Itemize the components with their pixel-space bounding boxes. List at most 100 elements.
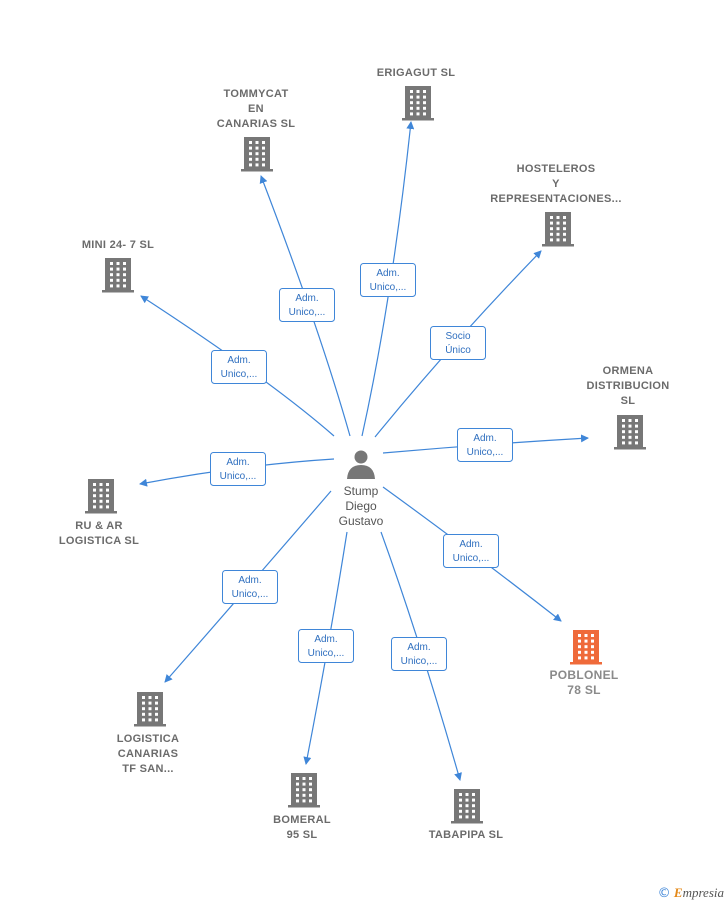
building-icon-window [423,112,426,116]
edge-label-box [298,629,354,663]
edge-label-text: Unico,... [289,307,326,318]
building-icon-window [99,499,103,503]
building-icon[interactable] [241,137,273,172]
building-icon-window [262,163,265,167]
person-name: Diego [345,499,377,513]
building-icon[interactable] [85,479,117,514]
building-icon-window [635,424,638,428]
brand-logo-text: mpresia [682,885,724,900]
building-icon-base [542,244,574,247]
edge-label-box [210,452,266,486]
building-icon-window [584,645,588,649]
edge-label-erigagut[interactable]: Adm.Unico,... [360,263,416,297]
company-name: 95 SL [287,829,318,841]
building-icon-window [622,441,625,445]
building-icon-window [563,216,566,219]
company-node-mini247[interactable]: MINI 24- 7 SL [82,239,154,293]
building-icon-window [423,106,426,110]
edge-label-text: Unico,... [370,282,407,293]
edge-label-text: Unico,... [453,553,490,564]
building-icon-window [622,435,625,439]
building-icon-window [255,157,259,161]
building-icon-window [556,238,560,242]
building-icon-window [249,146,252,150]
building-icon-window [110,273,113,277]
company-name: REPRESENTACIONES... [490,193,621,205]
edge-label-bomeral[interactable]: Adm.Unico,... [298,629,354,663]
person-name: Stump [344,484,379,498]
building-icon-window [249,152,252,156]
building-icon-window [591,650,594,654]
building-icon-window [423,90,426,93]
company-node-hosteleros[interactable]: HOSTELEROSYREPRESENTACIONES... [490,163,621,247]
building-icon-window [262,152,265,156]
edge-label-text: Adm. [227,355,250,366]
building-icon-window [106,499,109,503]
building-icon[interactable] [402,86,434,121]
building-icon-window [302,788,306,792]
building-icon[interactable] [570,630,602,665]
building-icon-window [628,430,632,434]
building-icon[interactable] [542,212,574,247]
edge-label-text: Adm. [226,457,249,468]
edge-label-box [430,326,486,360]
building-icon-window [465,793,469,796]
building-icon-window [556,216,560,219]
company-name: HOSTELEROS [517,163,596,175]
building-icon-window [591,634,594,637]
building-icon-window [148,701,152,705]
edge-label-mini247[interactable]: Adm.Unico,... [211,350,267,384]
building-icon-window [302,793,306,797]
company-node-tabapipa[interactable]: TABAPIPA SL [429,789,504,841]
building-icon-base [614,447,646,450]
building-icon[interactable] [134,692,166,727]
building-icon-window [563,238,566,242]
building-icon-window [116,262,120,265]
building-icon-window [591,645,594,649]
building-icon[interactable] [451,789,483,824]
building-icon[interactable] [614,415,646,450]
building-icon-window [472,809,475,813]
edge-label-ormena[interactable]: Adm.Unico,... [457,428,513,462]
edge-label-logistica[interactable]: Adm.Unico,... [222,570,278,604]
building-icon-window [556,221,560,225]
building-icon-window [148,712,152,716]
building-icon-window [93,499,96,503]
building-icon-window [578,639,581,643]
edge-label-tommycat[interactable]: Adm.Unico,... [279,288,335,322]
edge-label-tabapipa[interactable]: Adm.Unico,... [391,637,447,671]
building-icon-window [550,216,553,219]
brand-footer[interactable]: © Empresia [658,885,724,901]
edge-label-ruar[interactable]: Adm.Unico,... [210,452,266,486]
company-name: SL [621,395,636,407]
building-icon-window [309,788,312,792]
building-icon-window [578,656,581,660]
building-icon-window [262,157,265,161]
building-icon-window [142,712,145,716]
building-icon-window [628,424,632,428]
building-icon[interactable] [288,773,320,808]
building-icon-window [410,95,413,99]
company-name: ERIGAGUT SL [377,67,455,79]
edge-label-text: Único [445,343,471,356]
building-icon-window [99,505,103,509]
building-icon-window [410,90,413,93]
building-icon[interactable] [102,258,134,293]
building-icon-window [296,782,299,786]
building-icon-base [85,511,117,514]
building-icon-window [296,799,299,803]
building-icon-window [148,718,152,722]
edge-label-poblonel[interactable]: Adm.Unico,... [443,534,499,568]
company-name: TABAPIPA SL [429,829,504,841]
building-icon-window [142,707,145,711]
company-node-erigagut[interactable]: ERIGAGUT SL [377,67,455,121]
